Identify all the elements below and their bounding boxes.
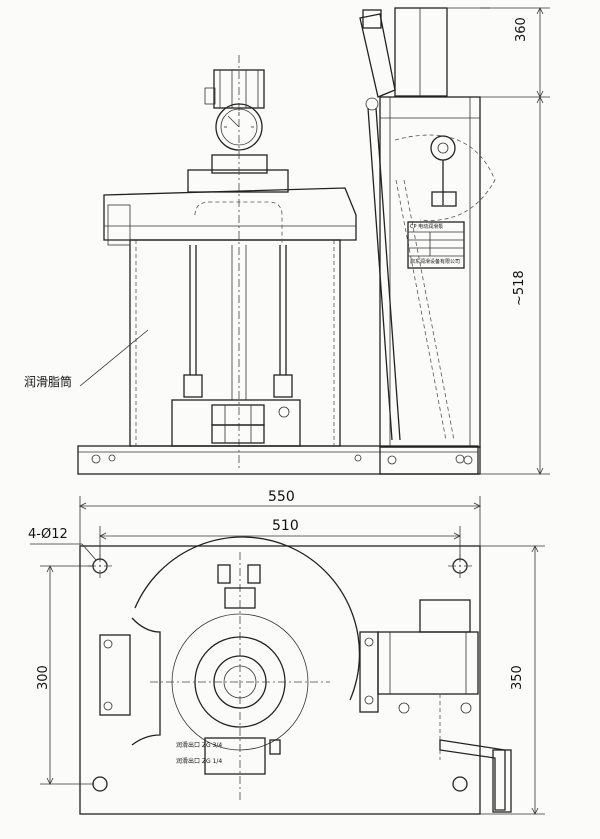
grease-reservoir — [129, 239, 341, 447]
hole-callout: 4-Ø12 — [28, 527, 68, 542]
dim-518: ~518 — [512, 270, 527, 306]
dim-510: 510 — [272, 518, 299, 534]
front-elevation — [77, 55, 479, 475]
side-frame — [379, 96, 481, 448]
plan-base-plate — [79, 545, 481, 815]
reservoir-lid — [103, 187, 357, 241]
dim-360: 360 — [514, 17, 529, 42]
outlet-label-2: 润滑出口 ZG 1/4 — [176, 758, 223, 765]
nameplate-maker: 启东润滑设备有限公司 — [410, 259, 461, 265]
reservoir-plan-circle — [134, 536, 361, 701]
mounting-hole — [92, 776, 108, 792]
reservoir-label: 润滑脂筒 — [24, 375, 73, 389]
side-elevation — [359, 7, 550, 475]
plan-view — [30, 496, 545, 815]
dim-350: 350 — [510, 665, 525, 690]
outlet-label-1: 润滑出口 ZG 3/4 — [176, 742, 223, 749]
pump-housing-plan — [377, 631, 479, 695]
mounting-hole — [452, 776, 468, 792]
dim-300: 300 — [36, 665, 51, 690]
pump-block — [171, 399, 301, 447]
pressure-gauge — [215, 103, 263, 151]
dim-550: 550 — [268, 489, 295, 505]
base-plate — [77, 445, 479, 475]
nameplate — [407, 221, 465, 269]
nameplate-title: CP 电动润滑泵 — [410, 224, 444, 230]
